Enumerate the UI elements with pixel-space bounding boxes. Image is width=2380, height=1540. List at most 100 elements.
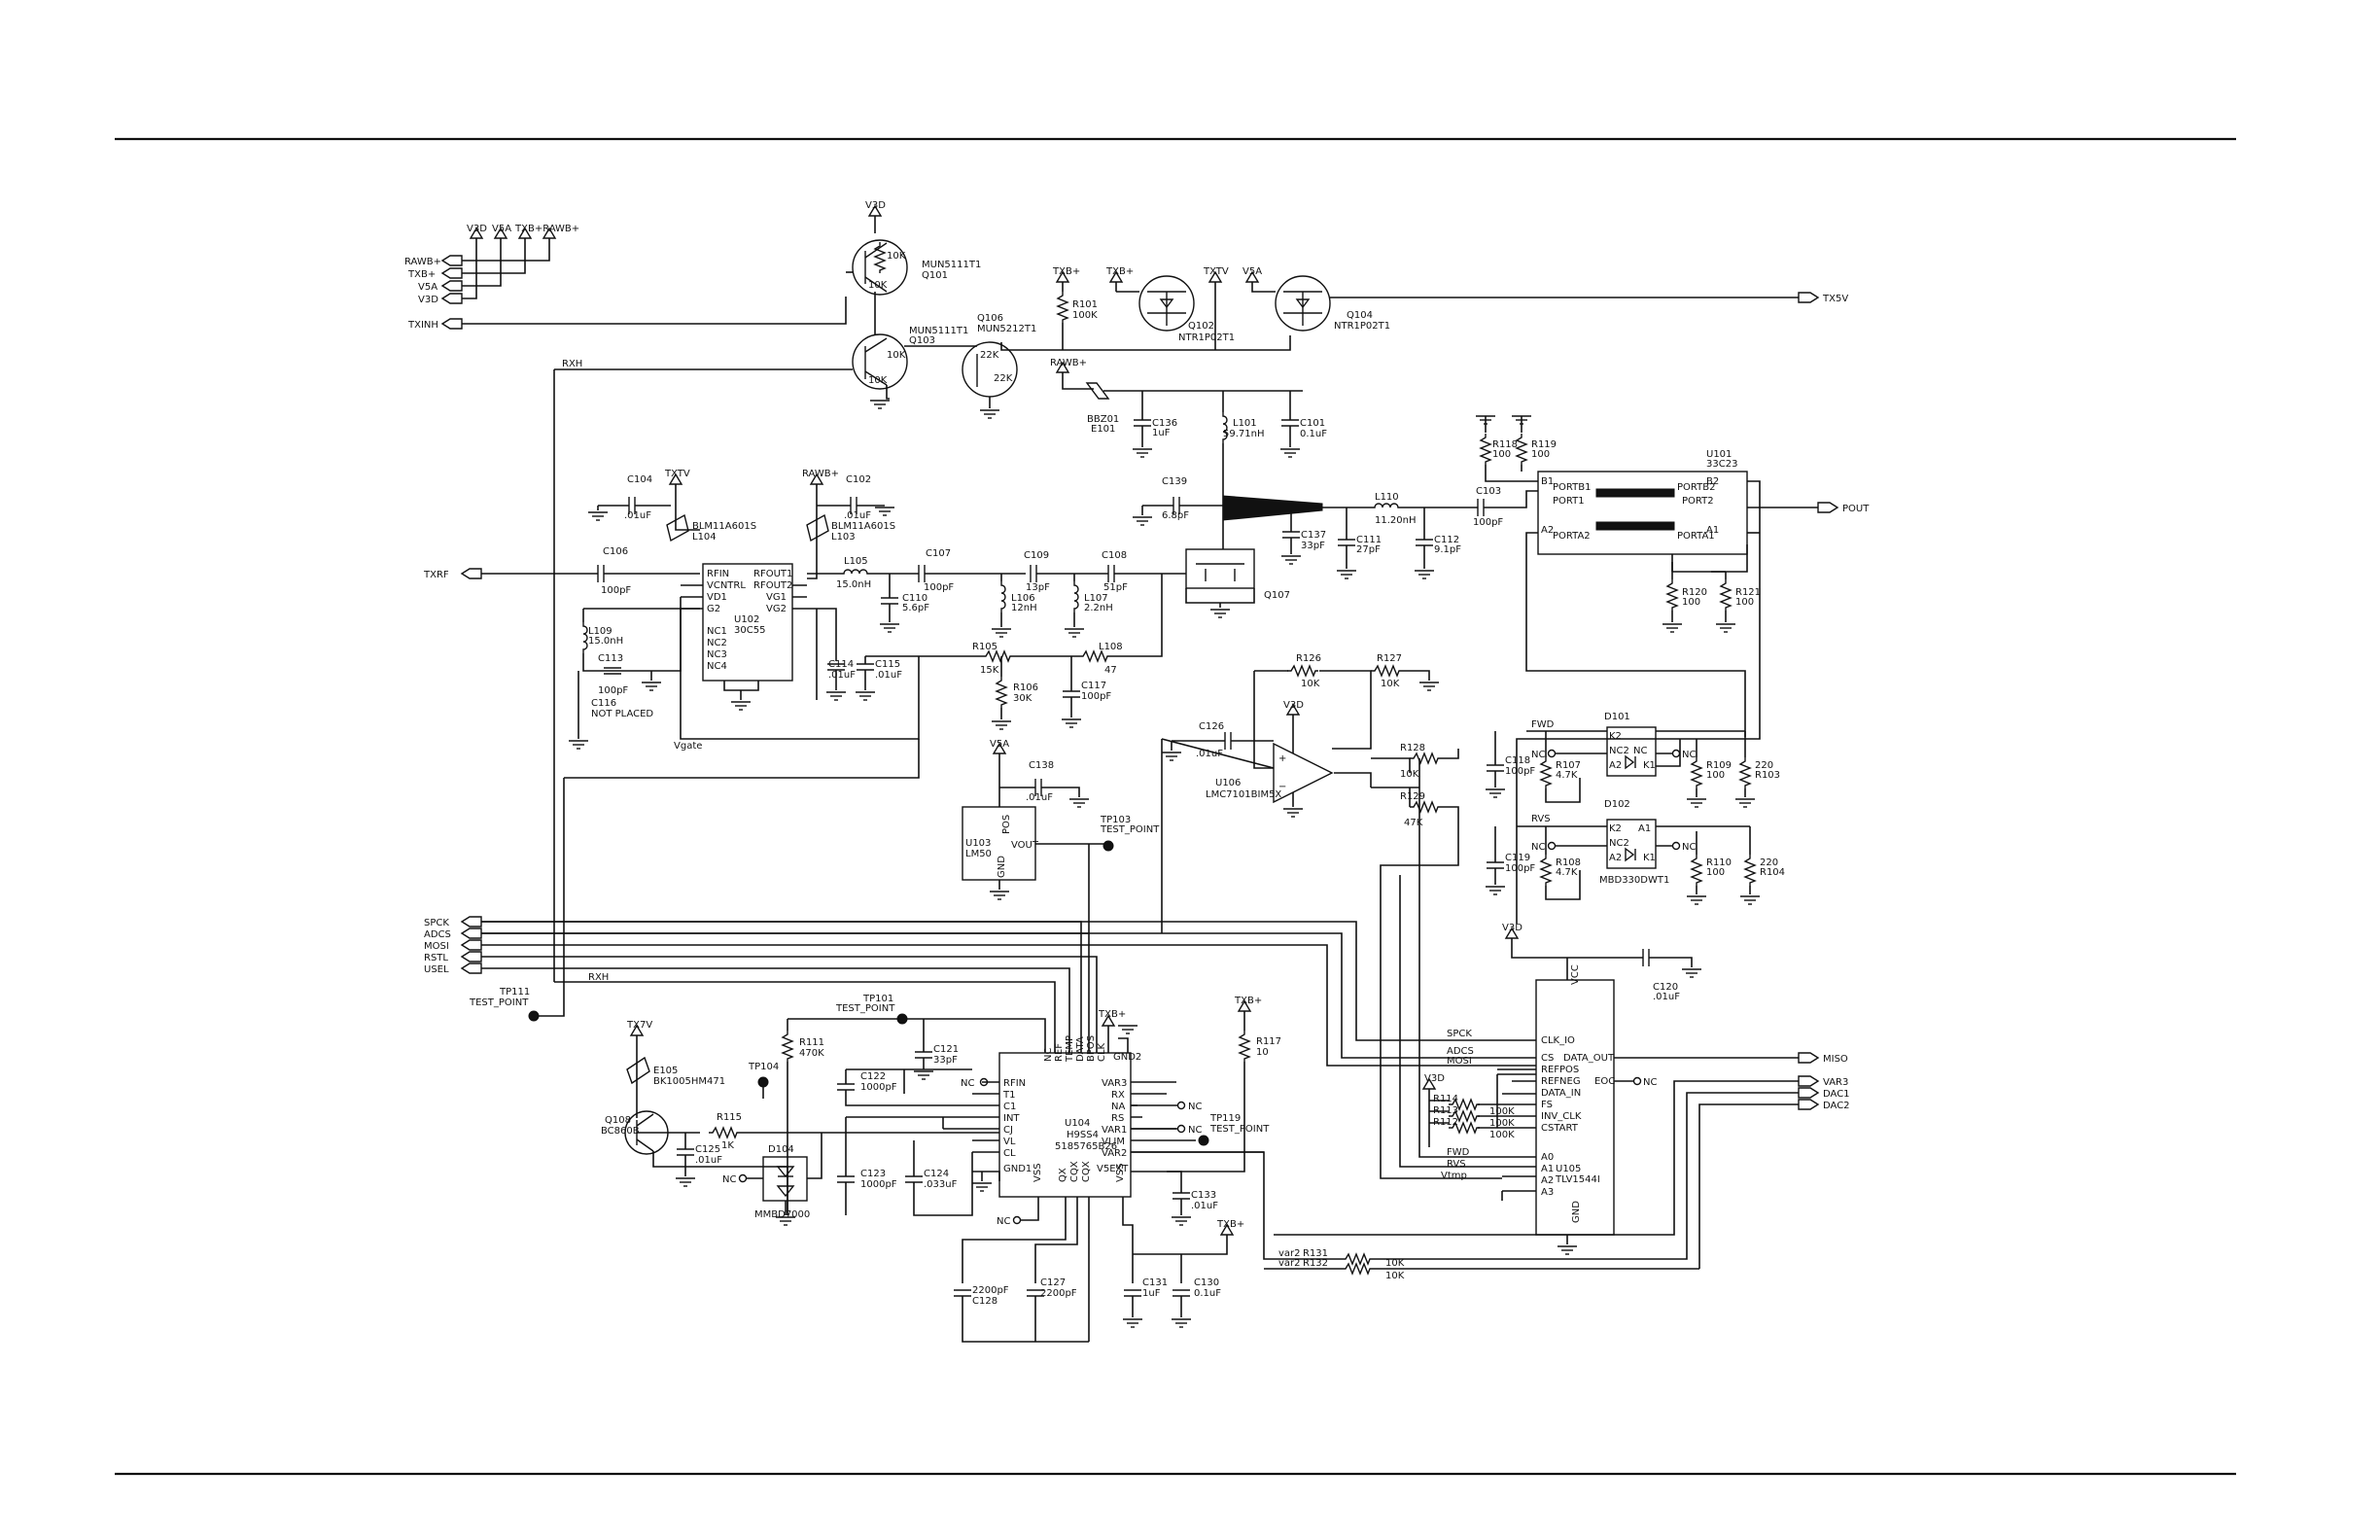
svg-text:L101: L101 [1233, 418, 1257, 429]
svg-text:R131: R131 [1303, 1248, 1328, 1259]
svg-text:.01uF: .01uF [1653, 992, 1680, 1002]
svg-text:RAWB+: RAWB+ [802, 469, 839, 479]
svg-text:47K: 47K [1404, 818, 1423, 828]
spi-bus-ports: SPCK ADCS MOSI RSTL USEL RXH [424, 916, 1522, 1067]
c106-value: 100pF [601, 585, 631, 596]
d104-diode[interactable]: D104 NC MMBD7000 [722, 1133, 822, 1226]
svg-text:V3D: V3D [1424, 1073, 1445, 1084]
port-rawb[interactable]: RAWB+ [404, 255, 463, 267]
svg-text:NC: NC [1682, 842, 1696, 853]
port-dac2[interactable]: DAC2 [1798, 1099, 1850, 1111]
svg-text:V5EXT: V5EXT [1097, 1164, 1129, 1174]
port-adcs[interactable]: ADCS [424, 928, 482, 940]
svg-text:VOUT: VOUT [1011, 840, 1039, 851]
svg-text:U102: U102 [734, 614, 759, 625]
port-v5a[interactable]: V5A [418, 280, 463, 293]
tp104-testpoint[interactable]: TP104 [748, 1062, 779, 1099]
svg-text:TEST_POINT: TEST_POINT [1209, 1124, 1270, 1135]
svg-text:10K: 10K [887, 350, 906, 361]
svg-text:Q101: Q101 [922, 270, 948, 281]
svg-text:U105: U105 [1556, 1164, 1581, 1174]
port-mosi[interactable]: MOSI [424, 939, 482, 952]
svg-text:R127: R127 [1377, 653, 1402, 664]
svg-text:MISO: MISO [1823, 1054, 1848, 1065]
svg-text:FWD: FWD [1531, 719, 1555, 730]
svg-text:0.1uF: 0.1uF [1300, 429, 1327, 439]
svg-text:C110: C110 [902, 593, 928, 604]
label-txb-rawb: TXB+RAWB+ [514, 224, 579, 234]
port-v3d[interactable]: V3D [418, 293, 463, 305]
svg-text:NOT PLACED: NOT PLACED [591, 709, 653, 719]
svg-text:TXB+: TXB+ [1105, 266, 1134, 277]
svg-text:C139: C139 [1162, 476, 1187, 487]
svg-text:RXH: RXH [588, 972, 609, 983]
svg-text:TX7V: TX7V [626, 1020, 652, 1031]
svg-text:NC: NC [1643, 1077, 1657, 1088]
svg-text:PORT1: PORT1 [1553, 496, 1585, 507]
port-rstl[interactable]: RSTL [424, 951, 482, 963]
port-dac1[interactable]: DAC1 [1798, 1087, 1850, 1100]
port-txrf[interactable]: TXRF [423, 568, 482, 580]
svg-text:VCC: VCC [1570, 964, 1581, 985]
svg-text:100pF: 100pF [1505, 863, 1535, 874]
u105-adc[interactable]: V3D C120.01uF VCC CLK_IO CS REFPOS REFNE… [1380, 758, 1799, 1255]
svg-text:D101: D101 [1604, 712, 1630, 722]
svg-text:BLM11A601S: BLM11A601S [692, 521, 756, 532]
svg-text:BPOS: BPOS [1086, 1035, 1097, 1062]
c133-capacitor[interactable]: C133.01uF [1167, 1171, 1218, 1226]
svg-text:1K: 1K [721, 1140, 734, 1151]
c125-capacitor[interactable]: C125.01uF [675, 1133, 722, 1187]
svg-text:NC: NC [1188, 1125, 1202, 1136]
port-pout[interactable]: POUT [1817, 502, 1870, 514]
svg-text:R105: R105 [972, 642, 998, 652]
label-v5a: V5A [492, 224, 511, 234]
port-tx5v[interactable]: TX5V [1798, 292, 1848, 304]
c104-capacitor[interactable]: C104.01uF [587, 474, 671, 521]
port-txb[interactable]: TXB+ [407, 267, 463, 280]
svg-text:33pF: 33pF [1301, 541, 1325, 551]
svg-text:100K: 100K [1489, 1106, 1515, 1117]
port-miso[interactable]: MISO [1798, 1052, 1848, 1065]
bbz01-bead[interactable] [1085, 382, 1110, 400]
svg-text:100pF: 100pF [1473, 517, 1503, 528]
svg-text:VSS: VSS [1115, 1163, 1126, 1182]
port-spck[interactable]: SPCK [424, 916, 482, 928]
svg-text:G2: G2 [707, 604, 720, 614]
u104-power-control-ic[interactable]: U104 H9SS4 5185765B26 RFIN T1 C1 INT CJ … [943, 1009, 1264, 1227]
svg-text:MBD330DWT1: MBD330DWT1 [1599, 875, 1669, 886]
port-txinh[interactable]: TXINH [407, 318, 463, 331]
port-usel[interactable]: USEL [424, 962, 482, 975]
svg-text:C101: C101 [1300, 418, 1325, 429]
port-var3[interactable]: VAR3 [1798, 1075, 1848, 1088]
svg-text:V5A: V5A [418, 282, 438, 293]
svg-text:B1: B1 [1541, 476, 1554, 487]
